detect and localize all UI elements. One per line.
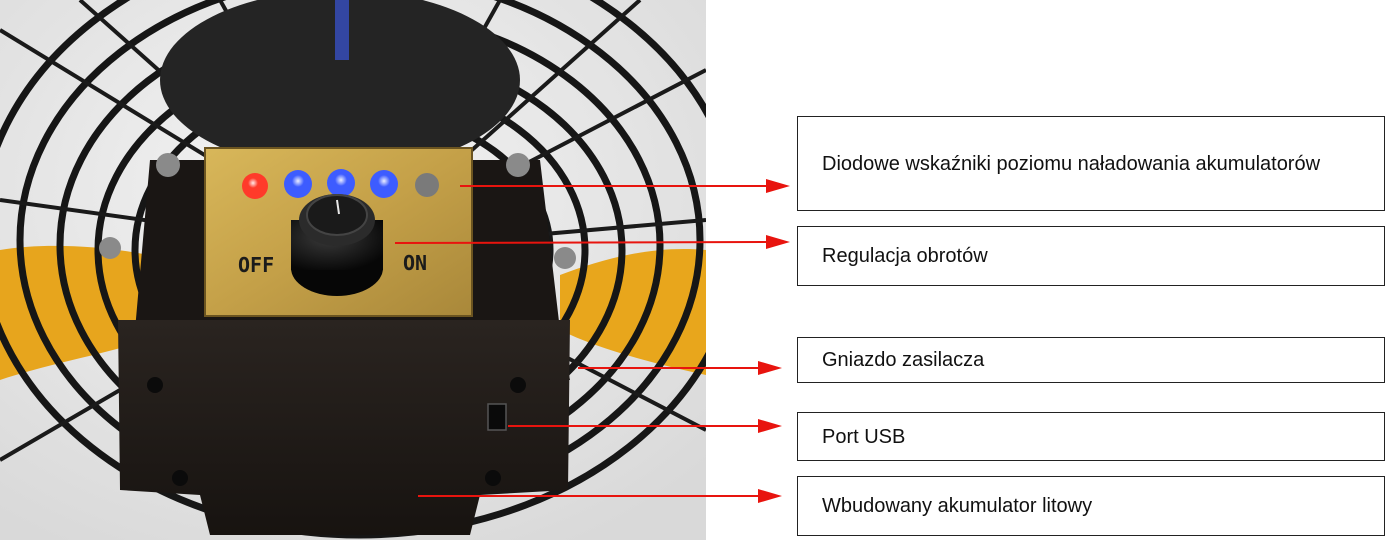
callout-label: Port USB bbox=[822, 425, 906, 448]
callout-label: Wbudowany akumulator litowy bbox=[822, 495, 1093, 517]
battery-housing bbox=[118, 320, 570, 535]
switch-on-label: ON bbox=[403, 251, 427, 275]
callout-power-socket: Gniazdo zasilacza bbox=[797, 337, 1385, 383]
callout-label: Regulacja obrotów bbox=[822, 245, 988, 267]
callout-speed-control: Regulacja obrotów bbox=[797, 226, 1385, 286]
led-indicators bbox=[242, 169, 439, 199]
fan-photo: OFF ON bbox=[0, 0, 706, 540]
led-5 bbox=[415, 173, 439, 197]
callout-usb-port: Port USB bbox=[797, 412, 1385, 461]
callout-label: Gniazdo zasilacza bbox=[822, 349, 985, 371]
switch-off-label: OFF bbox=[238, 253, 274, 277]
callout-led-indicators: Diodowe wskaźniki poziomu naładowania ak… bbox=[797, 116, 1385, 211]
callout-label: Diodowe wskaźniki poziomu naładowania ak… bbox=[822, 152, 1321, 175]
usb-port bbox=[487, 403, 507, 431]
callout-battery: Wbudowany akumulator litowy bbox=[797, 476, 1385, 536]
speed-knob bbox=[291, 194, 383, 296]
motor-housing bbox=[160, 0, 520, 170]
fan-blade-left bbox=[0, 245, 175, 380]
